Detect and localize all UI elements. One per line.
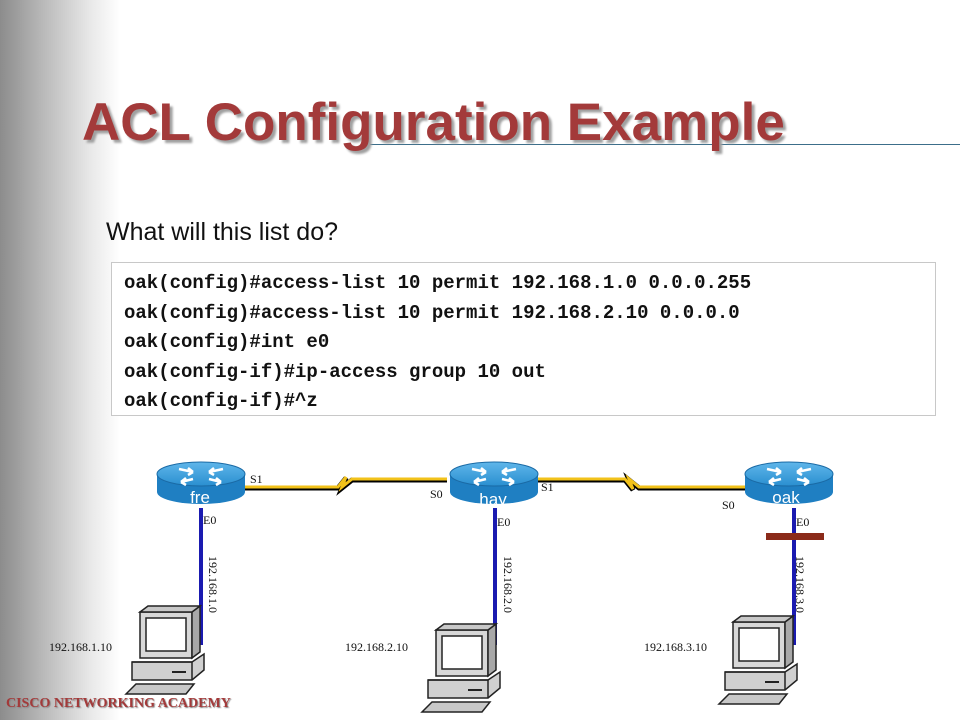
code-line: oak(config-if)#^z (124, 390, 318, 412)
interface-label-hay-s0: S0 (430, 487, 443, 501)
interface-label-oak-s0: S0 (722, 498, 735, 512)
interface-label-oak-e0: E0 (796, 515, 809, 529)
workstation-icon (125, 605, 205, 695)
router-name-oak: oak (772, 488, 800, 507)
network-label-192-168-2-0: 192.168.2.0 (501, 556, 515, 613)
router-name-hay: hay (479, 490, 507, 509)
background-gradient (0, 0, 120, 720)
interface-label-fre-s1: S1 (250, 472, 263, 486)
interface-label-fre-e0: E0 (203, 513, 216, 527)
code-line: oak(config-if)#ip-access group 10 out (124, 360, 546, 383)
serial-link-fre-hay (245, 476, 447, 496)
workstation-icon (718, 615, 798, 705)
interface-label-hay-e0: E0 (497, 515, 510, 529)
workstation-icon (421, 623, 501, 713)
network-label-192-168-1-0: 192.168.1.0 (206, 556, 220, 613)
footer-text: CISCO NETWORKING ACADEMY (6, 696, 231, 711)
slide-title: ACL Configuration Example (82, 93, 785, 152)
code-line: oak(config)#access-list 10 permit 192.16… (124, 272, 752, 294)
serial-link-hay-oak (535, 472, 745, 492)
config-code-box: oak(config)#access-list 10 permit 192.16… (111, 262, 936, 416)
question-text: What will this list do? (106, 218, 339, 246)
host-label-192-168-1-10: 192.168.1.10 (49, 640, 112, 654)
host-label-192-168-3-10: 192.168.3.10 (644, 640, 707, 654)
title-underline (370, 144, 960, 145)
network-label-192-168-3-0: 192.168.3.0 (793, 556, 807, 613)
host-label-192-168-2-10: 192.168.2.10 (345, 640, 408, 654)
interface-label-hay-s1: S1 (541, 480, 554, 494)
code-line: oak(config)#int e0 (124, 331, 330, 353)
acl-applied-bar (766, 533, 824, 540)
code-line: oak(config)#access-list 10 permit 192.16… (124, 301, 740, 324)
router-name-fre: fre (190, 488, 210, 507)
